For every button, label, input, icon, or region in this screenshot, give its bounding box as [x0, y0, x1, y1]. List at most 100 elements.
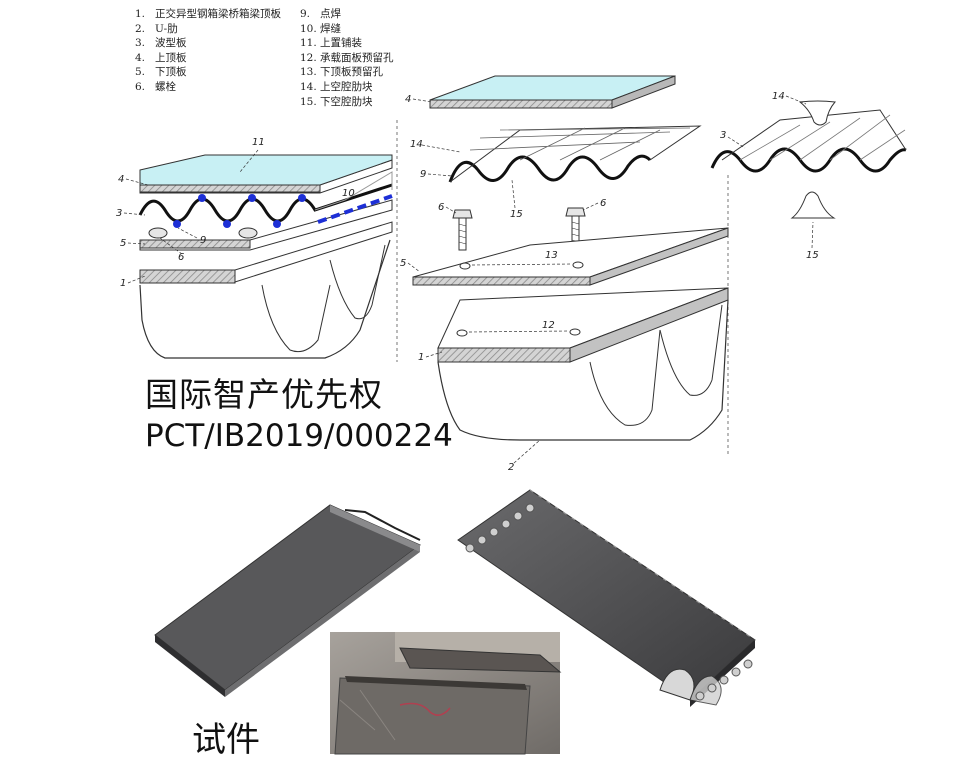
legend-item: 4.上顶板 [135, 51, 187, 64]
specimen-render-ribbed [457, 489, 756, 707]
exploded-corrugated [448, 154, 652, 183]
patent-title: 国际智产优先权 [145, 375, 383, 414]
leader-line [127, 242, 146, 245]
exploded-plate-1-edge [437, 347, 571, 363]
leader-line [177, 227, 198, 239]
exploded-plate-4-side [611, 75, 676, 109]
callout-11: 11 [252, 137, 265, 148]
patent-number: PCT/IB2019/000224 [145, 418, 453, 454]
assembled-section-drawing: 11 4 10 3 9 5 6 1 [116, 137, 393, 359]
detail-corrugated-ridges [739, 114, 906, 161]
lower-top-plate-edge [139, 239, 251, 249]
exploded-view-drawing: 4 14 9 15 6 6 13 [400, 75, 729, 473]
callout-15: 15 [806, 250, 819, 261]
callout-1: 1 [120, 278, 126, 289]
part-detail-drawing: 3 14 15 [710, 91, 907, 261]
bolt-row-top [465, 503, 535, 553]
deck-plate-1-edge [139, 269, 236, 284]
callout-5: 5 [120, 238, 126, 249]
callout-2: 2 [508, 462, 514, 473]
callout-3: 3 [720, 130, 726, 141]
leader-line [427, 173, 453, 177]
leader-line [425, 351, 443, 358]
upper-top-plate-edge [139, 184, 321, 193]
exploded-ubody [437, 299, 729, 441]
bolt-head [238, 227, 258, 239]
legend-item: 2.U-肋 [135, 22, 178, 35]
exploded-plate-4-edge [429, 99, 613, 109]
callout-5: 5 [400, 258, 406, 269]
detail-corrugated-back [721, 109, 907, 161]
exploded-urib-2 [659, 304, 723, 396]
exploded-plate-5-side [589, 227, 729, 286]
bolt-head [148, 227, 168, 239]
legend-item: 14.上空腔肋块 [300, 80, 373, 93]
detail-corrugated [710, 147, 907, 173]
legend-item: 10.焊缝 [300, 22, 341, 35]
bolt-row-bottom [695, 659, 753, 701]
exploded-plate-1-side [569, 287, 729, 363]
leader-line [445, 206, 457, 214]
rib-block-lower [790, 191, 836, 219]
callout-1: 1 [418, 352, 424, 363]
exploded-urib-1 [589, 329, 661, 426]
legend-item: 5.下顶板 [135, 66, 187, 79]
callout-3: 3 [116, 208, 122, 219]
plate-hole [456, 329, 468, 337]
leader-line [407, 262, 421, 273]
corrugated-rib-grid [469, 127, 691, 161]
leader-line [513, 439, 541, 464]
leader-line [159, 237, 183, 255]
plate-hole [572, 261, 584, 269]
u-rib-inner-2 [329, 244, 386, 320]
callout-9: 9 [200, 235, 206, 246]
leader-line [127, 275, 146, 284]
leader-line [727, 136, 746, 149]
callout-14: 14 [772, 91, 785, 102]
leader-line [412, 98, 433, 103]
leader-line [123, 212, 146, 216]
leader-line [511, 179, 516, 209]
weld-spots [173, 194, 306, 228]
leader-line [125, 178, 149, 186]
callout-10: 10 [342, 188, 355, 199]
legend-item: 15.下空腔肋块 [300, 95, 373, 108]
legend-right: 9.点焊 10.焊缝 11.上置铺装 12.承载面板预留孔 13.下顶板预留孔 … [300, 7, 394, 109]
legend-item: 1.正交异型钢箱梁桥箱梁顶板 [135, 8, 281, 20]
corrugated-fade [314, 171, 393, 211]
callout-15: 15 [510, 209, 523, 220]
plate-hole [569, 328, 581, 336]
callout-6: 6 [438, 202, 444, 213]
specimen-photo [330, 632, 562, 755]
legend-item: 9.点焊 [300, 8, 341, 20]
paving-layer-top [139, 154, 393, 186]
leader-line [582, 202, 599, 211]
specimen-render-flat [154, 504, 421, 697]
dimension-arrow [471, 263, 572, 266]
bolt-right [565, 207, 586, 249]
legend-item: 12.承载面板预留孔 [300, 51, 394, 64]
legend-left: 1.正交异型钢箱梁桥箱梁顶板 2.U-肋 3.波型板 4.上顶板 5.下顶板 6… [135, 7, 281, 95]
leader-line [811, 221, 814, 249]
legend-item: 11.上置铺装 [300, 37, 362, 50]
callout-14: 14 [410, 139, 423, 150]
rib-block-upper [798, 100, 837, 126]
exploded-plate-5-edge [412, 276, 591, 286]
callout-9: 9 [420, 169, 426, 180]
callout-12: 12 [542, 320, 555, 331]
bolt-left [452, 209, 473, 251]
callout-4: 4 [118, 174, 124, 185]
callout-6: 6 [600, 198, 606, 209]
specimen-label: 试件 [192, 720, 260, 760]
callout-6: 6 [178, 252, 184, 263]
legend-item: 6.螺栓 [135, 80, 176, 93]
callout-13: 13 [545, 250, 558, 261]
legend-item: 3.波型板 [135, 37, 187, 50]
leader-line [421, 144, 461, 153]
u-rib-inner-1 [261, 284, 331, 353]
legend-item: 13.下顶板预留孔 [300, 66, 383, 79]
corrugated-plate [138, 183, 393, 223]
plate-hole [459, 262, 471, 270]
callout-4: 4 [405, 94, 411, 105]
